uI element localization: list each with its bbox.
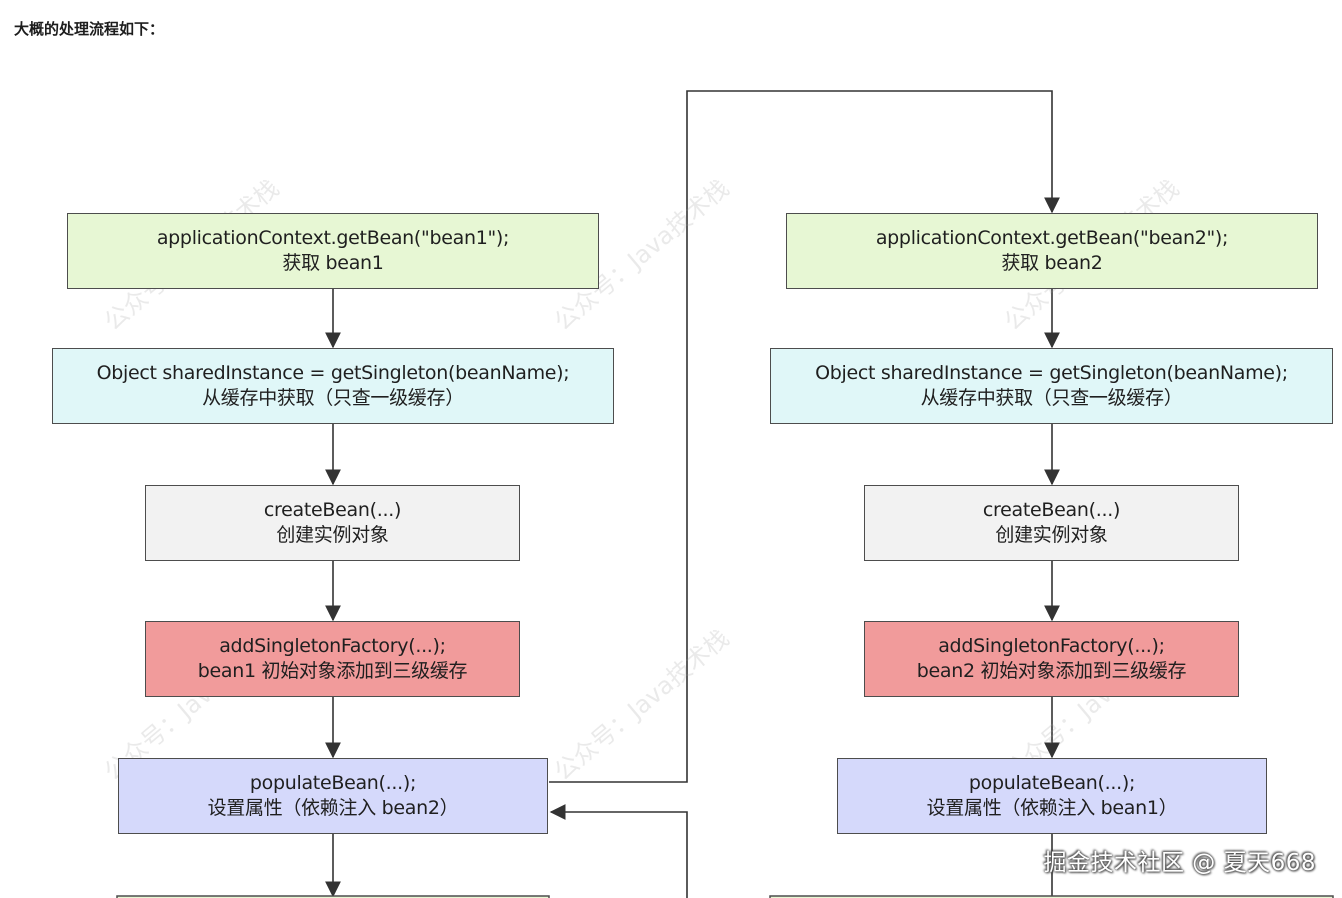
left-populate-bean-line2: 设置属性（依赖注入 bean2） [207,797,459,819]
left-add-singleton-factory-line1: addSingletonFactory(...); [219,635,446,657]
left-create-bean-box: createBean(...) 创建实例对象 [145,485,520,561]
right-get-singleton-box: Object sharedInstance = getSingleton(bea… [770,348,1333,424]
left-get-singleton-box: Object sharedInstance = getSingleton(bea… [52,348,614,424]
right-add-singleton-factory-box: addSingletonFactory(...); bean2 初始对象添加到三… [864,621,1239,697]
juejin-signature-watermark: 掘金技术社区 @ 夏天668 [1043,850,1316,876]
left-populate-bean-line1: populateBean(...); [249,772,417,794]
right-add-singleton-factory-line2: bean2 初始对象添加到三级缓存 [916,660,1187,682]
right-next-box-partial [769,895,1334,898]
right-add-singleton-factory-line1: addSingletonFactory(...); [938,635,1165,657]
return-arrow-from-bean2 [549,804,688,898]
right-create-bean-line1: createBean(...) [982,499,1121,521]
right-create-bean-line2: 创建实例对象 [995,524,1108,546]
right-populate-bean-line1: populateBean(...); [968,772,1136,794]
right-populate-bean-line2: 设置属性（依赖注入 bean1） [926,797,1178,819]
left-get-bean-box: applicationContext.getBean("bean1"); 获取 … [67,213,599,289]
right-create-bean-box: createBean(...) 创建实例对象 [864,485,1239,561]
left-get-singleton-line2: 从缓存中获取（只查一级缓存） [202,387,464,409]
right-get-singleton-line2: 从缓存中获取（只查一级缓存） [920,387,1183,409]
left-get-bean-line2: 获取 bean1 [282,252,384,274]
left-create-bean-line2: 创建实例对象 [276,524,389,546]
left-add-singleton-factory-box: addSingletonFactory(...); bean1 初始对象添加到三… [145,621,520,697]
right-get-singleton-line1: Object sharedInstance = getSingleton(bea… [815,362,1288,384]
cross-arrow-to-bean2 [549,90,1060,783]
right-get-bean-line1: applicationContext.getBean("bean2"); [875,227,1229,249]
left-get-bean-line1: applicationContext.getBean("bean1"); [156,227,510,249]
left-add-singleton-factory-line2: bean1 初始对象添加到三级缓存 [197,660,468,682]
left-create-bean-line1: createBean(...) [263,499,402,521]
left-next-box-partial [116,895,550,898]
right-get-bean-box: applicationContext.getBean("bean2"); 获取 … [786,213,1318,289]
page-heading: 大概的处理流程如下： [14,20,165,38]
right-populate-bean-box: populateBean(...); 设置属性（依赖注入 bean1） [837,758,1267,834]
left-get-singleton-line1: Object sharedInstance = getSingleton(bea… [96,362,570,384]
left-populate-bean-box: populateBean(...); 设置属性（依赖注入 bean2） [118,758,548,834]
right-get-bean-line2: 获取 bean2 [1001,252,1103,274]
